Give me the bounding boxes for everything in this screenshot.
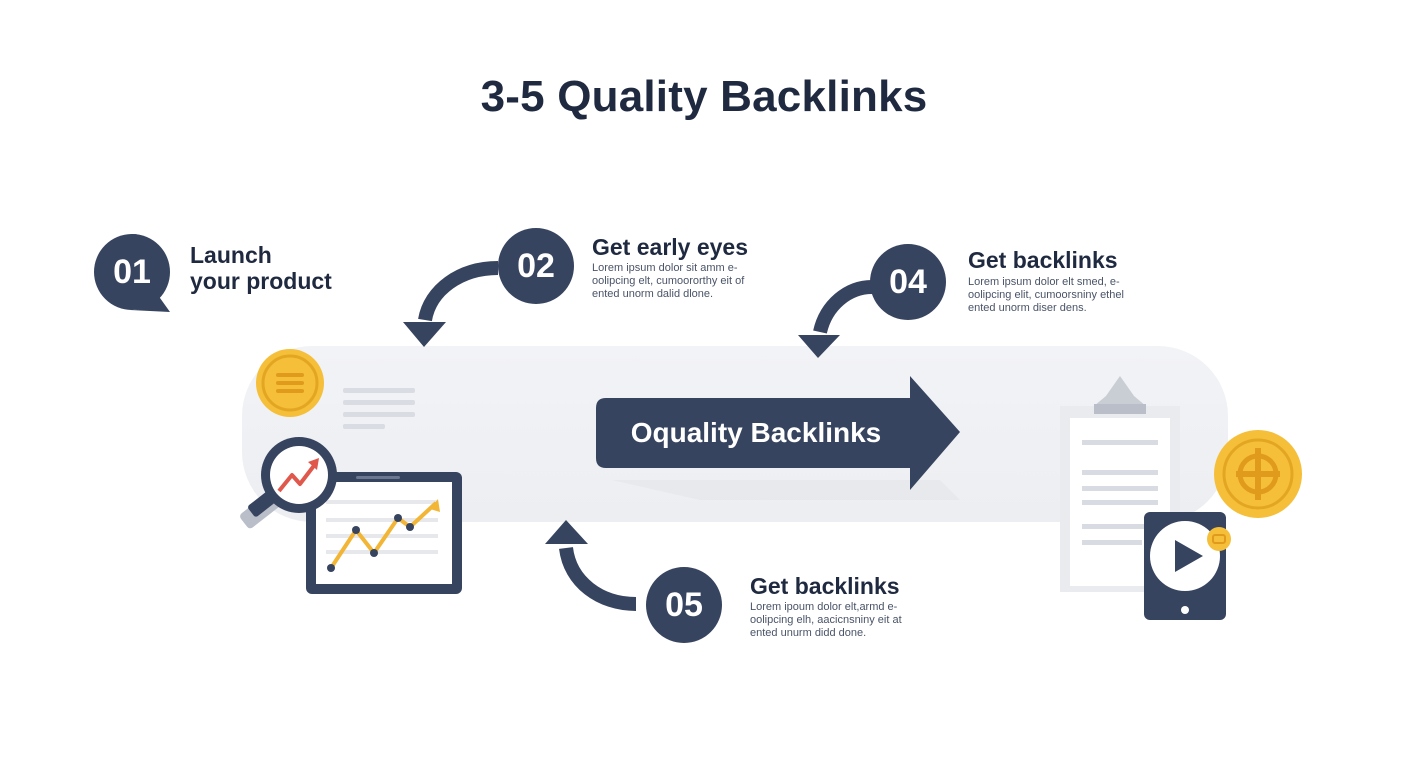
step-05-title: Get backlinks	[750, 573, 900, 599]
step-01-title-line1: Launch	[190, 242, 272, 268]
curved-arrow-icon-04	[813, 280, 873, 334]
step-05-description: Lorem ipoum dolor elt,armd e- oolipcing …	[750, 601, 902, 639]
dollar-coin-icon	[1214, 430, 1302, 518]
step-04-number: 04	[870, 244, 946, 320]
tablet-line-chart-icon	[306, 472, 462, 594]
step-05-number: 05	[646, 567, 722, 643]
step-02-description: Lorem ipsum dolor sit amm e- oolipcing e…	[592, 262, 745, 300]
arrowhead-05	[545, 520, 588, 544]
step-04-title: Get backlinks	[968, 247, 1118, 273]
video-tablet-icon	[1144, 512, 1231, 620]
main-arrow-icon	[596, 376, 960, 500]
step-02-number: 02	[498, 228, 574, 304]
placeholder-lines-left	[343, 388, 415, 429]
step-02-title: Get early eyes	[592, 234, 749, 260]
coin-menu-icon	[256, 349, 324, 417]
main-arrow-label: Oquality Backlinks	[630, 417, 882, 448]
magnifier-chart-icon	[240, 437, 337, 529]
speech-bubble-icon	[94, 234, 170, 312]
step-04-description: Lorem ipsum dolor elt smed, e- oolipcing…	[968, 276, 1124, 314]
curved-arrow-icon-02	[418, 261, 499, 322]
arrowhead-02	[403, 322, 446, 347]
diagram-title: 3-5 Quality Backlinks	[480, 72, 928, 121]
step-01-title-line2: your product	[190, 268, 332, 294]
curved-arrow-icon-05	[559, 546, 637, 611]
arrowhead-04	[798, 335, 840, 358]
step-01-number: 01	[113, 252, 151, 291]
